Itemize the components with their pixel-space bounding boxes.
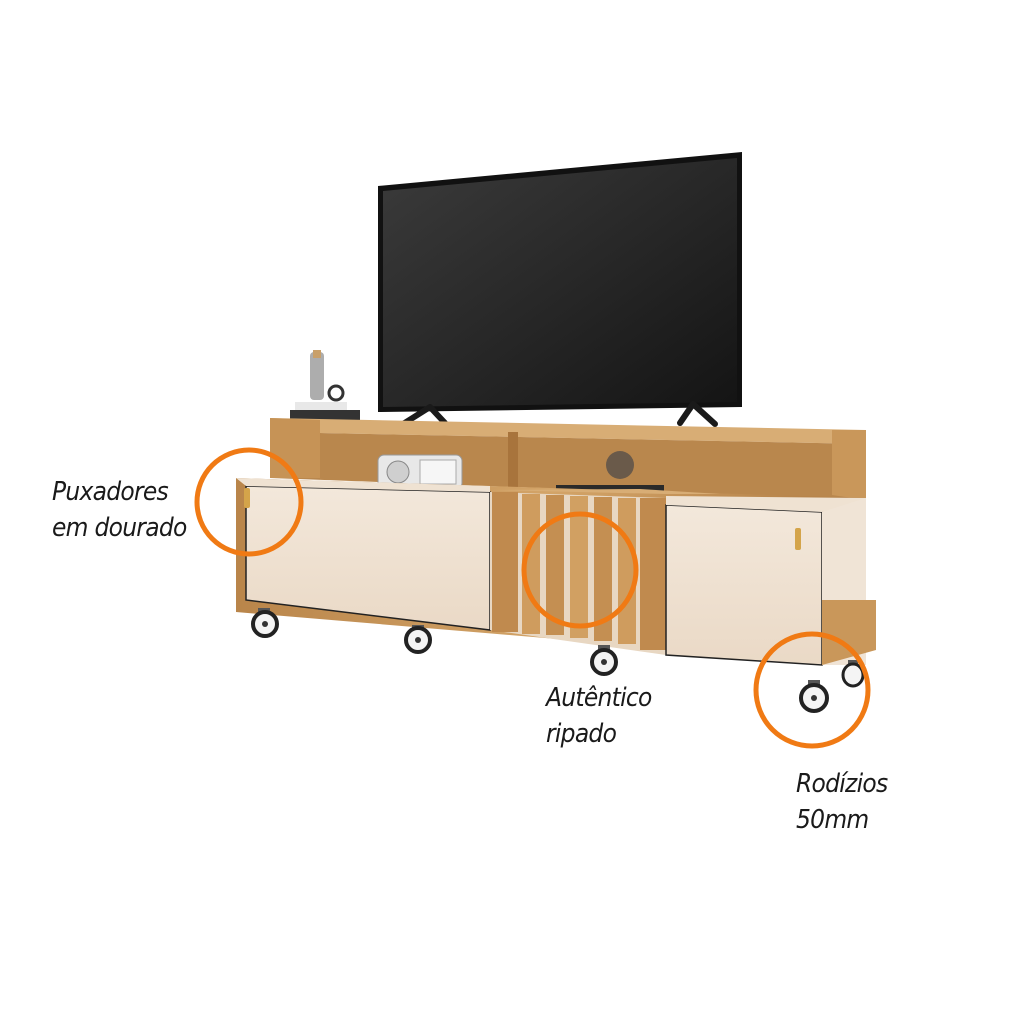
callout-ring-handles [194,447,304,557]
caster-wheel-icon [590,645,618,676]
television [378,152,742,427]
decor-globe [556,451,664,492]
callout-handles-line2: em dourado [52,513,187,543]
caster-wheel-icon [404,625,432,654]
callout-label-casters: Rodízios 50mm [796,766,888,838]
slatted-panel [490,489,720,655]
gold-handle-icon [244,488,250,508]
callout-slats-line2: ripado [546,719,617,749]
caster-wheel-icon [799,680,829,713]
callout-casters-line1: Rodízios [796,769,888,799]
callout-casters-line2: 50mm [796,805,869,835]
caster-wheel-icon [251,608,279,638]
callout-ring-casters [753,631,871,749]
callout-label-slats: Autêntico ripado [546,680,652,752]
tv-screen [383,158,737,407]
stand-top [270,418,866,444]
decor-books [290,350,360,420]
callout-handles-line1: Puxadores [52,477,169,507]
caster-wheel-icon [841,660,865,688]
gold-handle-icon [795,528,801,550]
callout-label-handles: Puxadores em dourado [52,474,187,546]
tv-foot-right [677,401,718,427]
callout-ring-slats [521,511,639,629]
decor-radio [377,454,463,490]
callout-slats-line1: Autêntico [546,683,652,713]
